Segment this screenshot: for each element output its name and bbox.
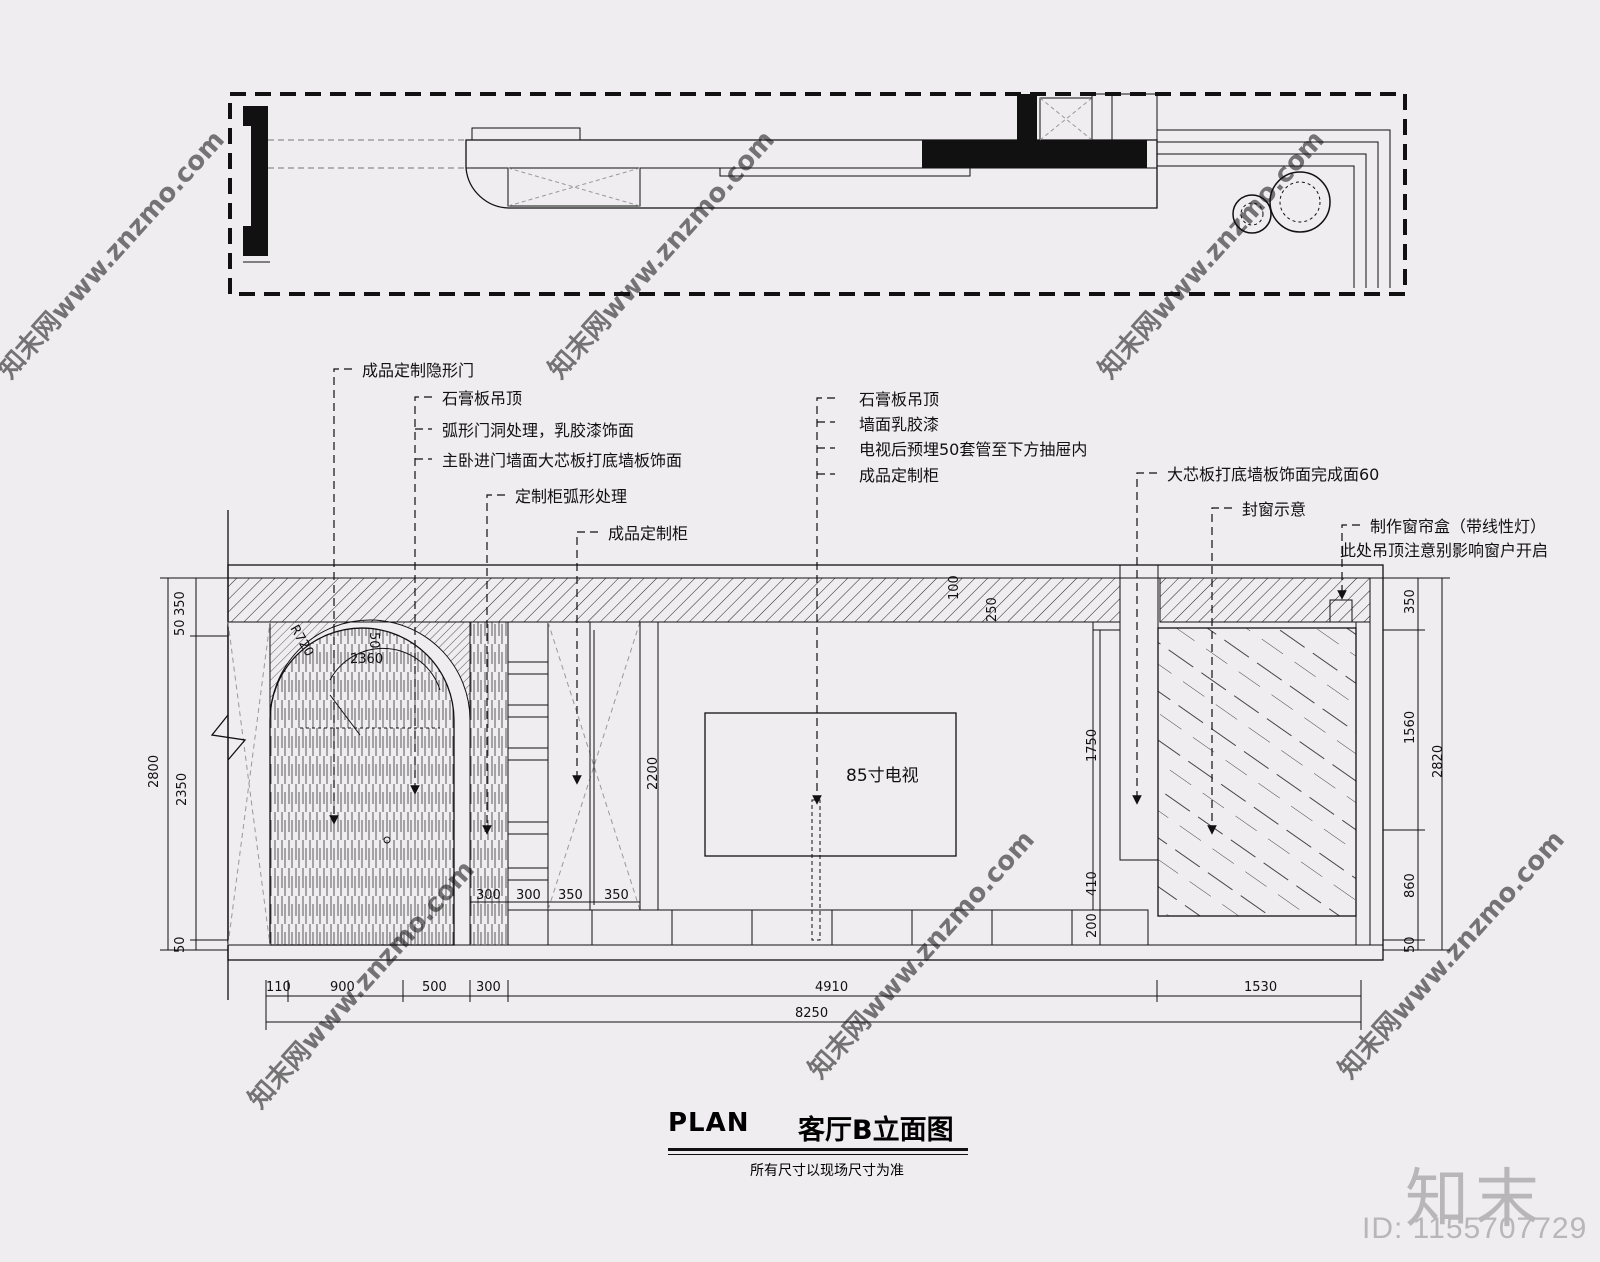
arched-invisible-door [269,627,455,946]
left-dimensions: 50 350 2350 2800 50 [147,577,228,953]
callout-bedroom-wall: 主卧进门墙面大芯板打底墙板饰面 [442,451,682,470]
right-dim-total: 2820 [1431,745,1446,778]
right-dim-50: 50 [1403,936,1418,953]
left-dim-350: 350 [173,591,188,616]
callout-ceiling-left: 石膏板吊顶 [442,389,522,408]
title-underline-thin [668,1154,968,1155]
bottom-dimensions: 110 900 500 300 4910 1530 8250 [265,980,1362,1030]
floor-plan-top-view [228,92,1407,296]
plan-cabinet-run [465,139,1158,209]
bottom-dim-total: 8250 [795,1006,828,1021]
right-dimensions: 350 1560 860 50 2820 [1383,577,1450,953]
curtain-box [1329,599,1353,623]
elevation-labels: 85寸电视 R720 50 2360 100 250 2200 300 300 … [287,575,1101,945]
callout-arc-cabinet: 定制柜弧形处理 [515,487,627,506]
bottom-dim-900: 900 [330,980,355,995]
cabinet-bottom-1: 300 [476,888,501,903]
arch-lintel [269,619,471,721]
left-dim-50: 50 [173,619,188,636]
left-dim-total: 2800 [147,755,162,788]
cabinet-bottom-4: 350 [604,888,629,903]
right-dim-350: 350 [1403,589,1418,614]
callout-tv-pipe: 电视后预埋50套管至下方抽屉内 [859,440,1087,459]
callout-cabinet-mid: 成品定制柜 [859,466,939,485]
ceiling-dim-100: 100 [947,575,962,600]
ceiling-section [227,577,1121,623]
callout-curtain-box: 制作窗帘盒（带线性灯） [1370,517,1546,536]
bottom-dim-500: 500 [422,980,447,995]
bottom-dim-110: 110 [266,980,291,995]
tv-label: 85寸电视 [846,766,919,786]
plant-small-icon [1232,194,1272,234]
image-id: ID: 1155707729 [1362,1212,1588,1245]
callout-ceiling-mid: 石膏板吊顶 [859,390,939,409]
bottom-dim-1530: 1530 [1244,980,1277,995]
brand-watermark: 知末 [1405,1163,1545,1237]
watermark-text: 知末网www.znzmo.com [1333,825,1571,1085]
watermark-text: 知末网www.znzmo.com [543,125,781,385]
left-dim-2350: 2350 [175,773,190,806]
callout-door: 成品定制隐形门 [362,361,474,380]
callout-window-seal: 封窗示意 [1242,500,1306,519]
title-note: 所有尺寸以现场尺寸为准 [750,1163,904,1179]
bottom-dim-300: 300 [476,980,501,995]
left-dim-bottom: 50 [173,936,188,953]
tv-screen [704,712,957,857]
right-dim-860: 860 [1403,873,1418,898]
drawing-title: 客厅B立面图 [798,1115,954,1146]
callout-arch: 弧形门洞处理，乳胶漆饰面 [442,421,634,440]
plant-large-icon [1269,171,1331,233]
bottom-dim-4910: 4910 [815,980,848,995]
ceiling-dim-250: 250 [985,597,1000,622]
door-knob [383,836,391,844]
callout-texts: 成品定制隐形门 石膏板吊顶 弧形门洞处理，乳胶漆饰面 主卧进门墙面大芯板打底墙板… [362,361,1548,560]
watermark-text: 知末网www.znzmo.com [0,125,231,385]
cabinet-bottom-2: 300 [516,888,541,903]
panel-dim-1750: 1750 [1085,729,1100,762]
plan-left-wall [243,106,268,256]
arch-width: 2360 [350,652,383,667]
title-underline [668,1148,968,1151]
panel-dim-200: 200 [1085,913,1100,938]
cabinet-bottom-3: 350 [558,888,583,903]
callout-cabinet-left: 成品定制柜 [608,524,688,543]
arc-cabinet [469,621,509,946]
right-dim-1560: 1560 [1403,711,1418,744]
watermark-text: 知末网www.znzmo.com [803,825,1041,1085]
elevation-view [210,510,1384,1000]
callout-curtain-note: 此处吊顶注意别影响窗户开启 [1340,541,1548,560]
plan-boundary [228,92,1407,296]
callout-panel-wall: 大芯板打底墙板饰面完成面60 [1167,465,1379,484]
callout-wall-latex: 墙面乳胶漆 [859,415,939,434]
cabinet-height: 2200 [646,757,661,790]
callout-leaders [329,368,1360,835]
panel-dim-410: 410 [1085,871,1100,896]
window-glass [1157,627,1357,917]
tv-base-cabinet [507,909,1149,946]
title-block: PLAN 客厅B立面图 所有尺寸以现场尺寸为准 [668,1108,988,1179]
panel-wall [1119,564,1159,861]
arch-small-dim: 50 [366,632,381,649]
break-mark [210,714,247,761]
plan-word: PLAN [668,1108,750,1138]
tv-conduit [811,799,821,941]
